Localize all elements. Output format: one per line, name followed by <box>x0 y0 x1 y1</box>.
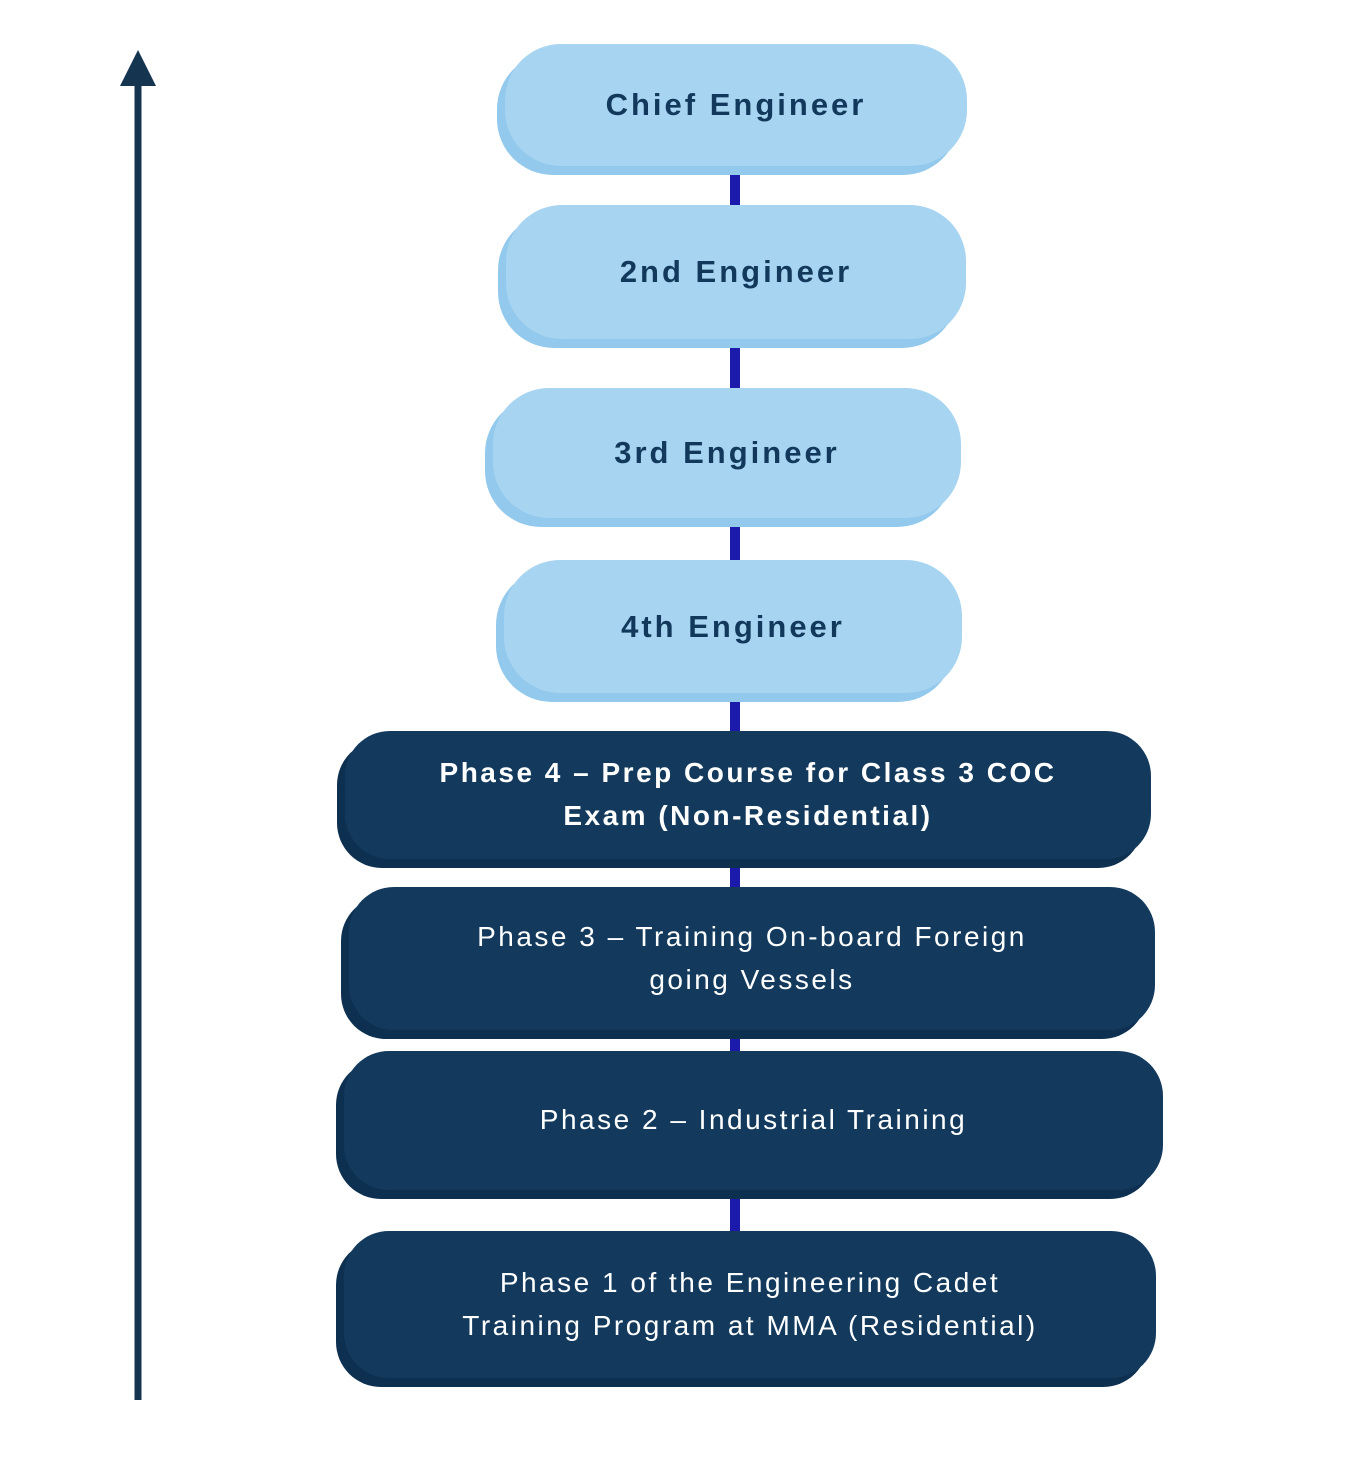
node-label: 3rd Engineer <box>614 435 840 471</box>
label-line: Phase 3 – Training On-board Foreign <box>477 920 1027 952</box>
node-phase-1: Phase 1 of the Engineering Cadet Trainin… <box>344 1231 1156 1378</box>
node-label: Phase 2 – Industrial Training <box>540 1099 967 1142</box>
node-phase-4: Phase 4 – Prep Course for Class 3 COC Ex… <box>345 731 1151 859</box>
upward-arrow-icon <box>120 50 156 1400</box>
node-phase-3: Phase 3 – Training On-board Foreign goin… <box>349 887 1155 1030</box>
node-chief-engineer: Chief Engineer <box>505 44 967 166</box>
label-line: Phase 2 – Industrial Training <box>539 1104 968 1136</box>
node-phase-2: Phase 2 – Industrial Training <box>344 1051 1163 1190</box>
label-line: 4th Engineer <box>621 608 845 644</box>
label-line: Training Program at MMA (Residential) <box>462 1309 1038 1341</box>
node-label: Chief Engineer <box>606 87 867 123</box>
connector-line <box>730 95 740 1307</box>
node-fourth-engineer: 4th Engineer <box>504 560 962 693</box>
label-line: going Vessels <box>649 963 855 995</box>
node-label: 2nd Engineer <box>620 254 852 290</box>
node-label: 4th Engineer <box>621 609 845 645</box>
node-label: Phase 4 – Prep Course for Class 3 COC Ex… <box>440 752 1057 837</box>
node-second-engineer: 2nd Engineer <box>506 205 966 339</box>
node-third-engineer: 3rd Engineer <box>493 388 961 518</box>
node-label: Phase 1 of the Engineering Cadet Trainin… <box>462 1262 1037 1347</box>
label-line: 3rd Engineer <box>614 435 840 470</box>
label-line: Chief Engineer <box>605 87 867 122</box>
label-line: Phase 4 – Prep Course for Class 3 COC <box>439 757 1057 789</box>
node-label: Phase 3 – Training On-board Foreign goin… <box>477 916 1027 1001</box>
label-line: Phase 1 of the Engineering Cadet <box>499 1266 1001 1298</box>
label-line: Exam (Non-Residential) <box>563 800 933 831</box>
label-line: 2nd Engineer <box>619 254 853 289</box>
